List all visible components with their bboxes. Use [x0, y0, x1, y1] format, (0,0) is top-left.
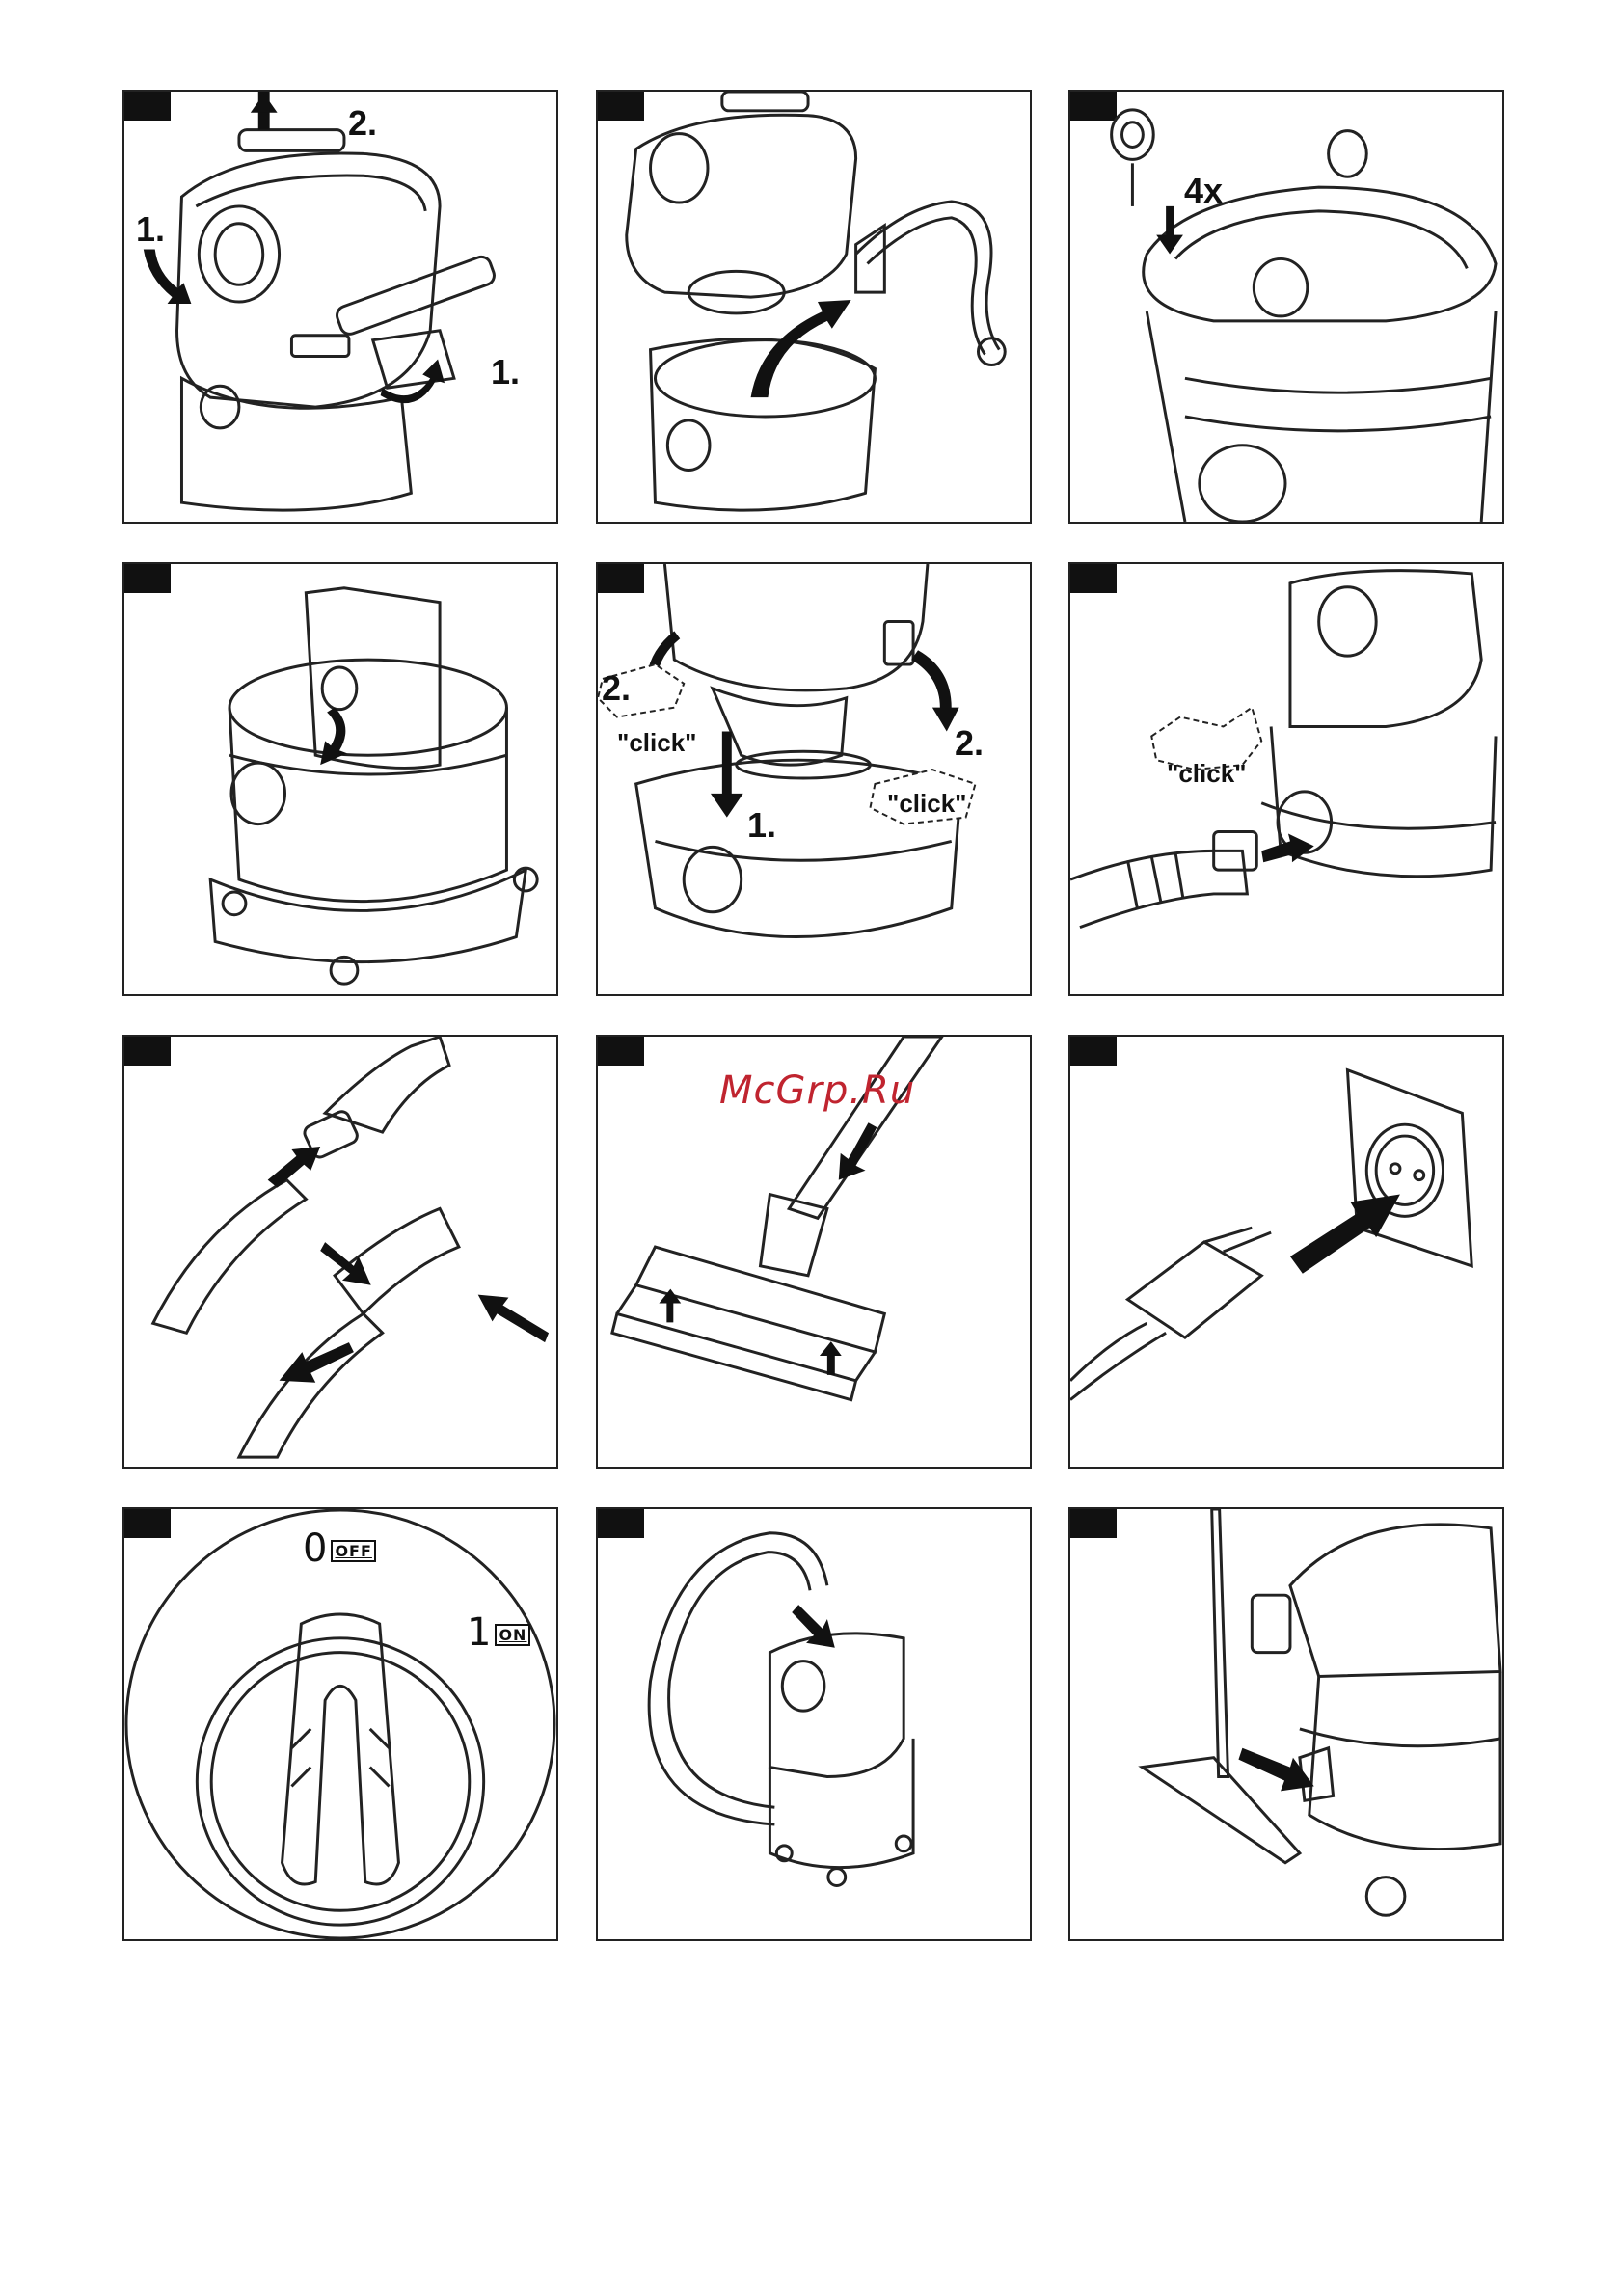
- panel-6-hose-connect: "click": [1068, 562, 1504, 996]
- step-label: 2.: [348, 103, 377, 144]
- panel-12-storage: [1068, 1507, 1504, 1941]
- plug-socket-illustration: [1070, 1037, 1502, 1467]
- off-number: 0: [303, 1526, 327, 1571]
- panel-4-filter-bag: [122, 562, 558, 996]
- panel-11-vacuum-ready: [596, 1507, 1032, 1941]
- off-text: OFF: [331, 1540, 375, 1562]
- step-label: 2.: [602, 668, 631, 709]
- step-label: 1.: [747, 805, 776, 846]
- panel-1-cover-removal: 1. 2. 1.: [122, 90, 558, 524]
- container-bag-illustration: [124, 564, 556, 994]
- click-sound-label: "click": [887, 789, 966, 819]
- click-sound-label: "click": [617, 728, 696, 758]
- head-attach-illustration: [598, 564, 1030, 994]
- vacuum-top-illustration: [124, 92, 556, 522]
- on-number: 1: [467, 1610, 491, 1655]
- panel-2-container-open: [596, 90, 1032, 524]
- panel-7-handle-attach: [122, 1035, 558, 1469]
- step-label: 1.: [491, 352, 520, 392]
- on-text: ON: [495, 1624, 530, 1646]
- vacuum-with-hose-illustration: [598, 1509, 1030, 1939]
- handle-hose-illustration: [124, 1037, 556, 1467]
- container-lid-illustration: [1070, 92, 1502, 522]
- click-sound-label: "click": [1167, 759, 1246, 789]
- step-label: 2.: [955, 723, 984, 764]
- hose-connect-illustration: [1070, 564, 1502, 994]
- panel-9-power-plug: [1068, 1035, 1504, 1469]
- storage-illustration: [1070, 1509, 1502, 1939]
- panel-3-lid-screws: 4x: [1068, 90, 1504, 524]
- watermark: McGrp.Ru: [719, 1068, 915, 1113]
- step-label: 1.: [136, 209, 165, 250]
- count-label: 4x: [1184, 171, 1223, 211]
- rotary-switch-illustration: [124, 1509, 556, 1939]
- head-and-container-illustration: [598, 92, 1030, 522]
- panel-5-attach-head: 2. "click" 2. "click" 1.: [596, 562, 1032, 996]
